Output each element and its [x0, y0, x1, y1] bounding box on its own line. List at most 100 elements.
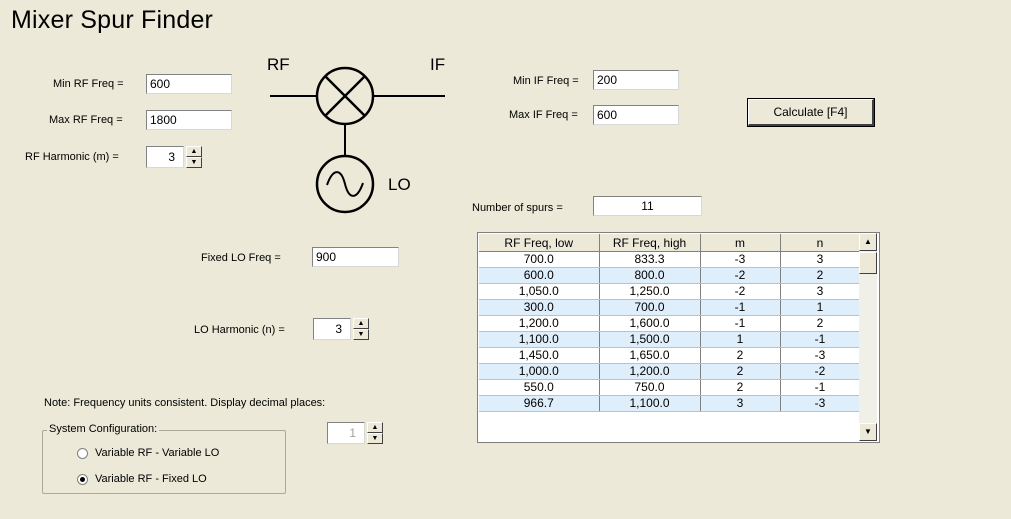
cell-n: 3: [780, 283, 861, 300]
rf-harmonic-down-button[interactable]: ▼: [186, 157, 202, 168]
cell-rf-low: 1,050.0: [479, 283, 600, 300]
oscillator-icon: [315, 154, 375, 214]
cell-n: 3: [780, 251, 861, 268]
cell-rf-high: 833.3: [599, 251, 701, 268]
cell-rf-high: 1,250.0: [599, 283, 701, 300]
cell-rf-low: 700.0: [479, 251, 600, 268]
lo-harmonic-spinner[interactable]: 3 ▲ ▼: [313, 318, 372, 340]
cell-rf-low: 966.7: [479, 395, 600, 412]
cell-m: 2: [700, 347, 781, 364]
cell-rf-low: 1,100.0: [479, 331, 600, 348]
number-of-spurs-value: 11: [593, 196, 702, 216]
lo-port-label: LO: [388, 175, 411, 194]
calculate-button[interactable]: Calculate [F4]: [747, 98, 875, 127]
radio-fixed-lo[interactable]: [77, 474, 88, 485]
cell-m: 2: [700, 379, 781, 396]
radio-variable-lo-label[interactable]: Variable RF - Variable LO: [95, 447, 220, 459]
cell-n: -1: [780, 379, 861, 396]
cell-rf-high: 1,200.0: [599, 363, 701, 380]
cell-m: -1: [700, 299, 781, 316]
decimal-places-spinner[interactable]: 1 ▲ ▼: [327, 422, 388, 444]
cell-m: 2: [700, 363, 781, 380]
cell-m: -2: [700, 267, 781, 284]
cell-n: -3: [780, 347, 861, 364]
grid-header-row: RF Freq, low RF Freq, high m n: [479, 234, 861, 252]
decimal-places-up-button[interactable]: ▲: [367, 422, 383, 433]
cell-rf-high: 1,600.0: [599, 315, 701, 332]
rf-harmonic-spinner[interactable]: 3 ▲ ▼: [146, 146, 207, 168]
frequency-units-note: Note: Frequency units consistent. Displa…: [44, 397, 326, 409]
radio-variable-lo[interactable]: [77, 448, 88, 459]
cell-m: -3: [700, 251, 781, 268]
fixed-lo-input[interactable]: 900: [312, 247, 399, 267]
cell-n: 2: [780, 315, 861, 332]
max-if-label: Max IF Freq =: [509, 109, 578, 121]
cell-rf-high: 800.0: [599, 267, 701, 284]
cell-n: -2: [780, 363, 861, 380]
cell-n: 1: [780, 299, 861, 316]
radio-selected-dot: [80, 477, 85, 482]
system-configuration-title: System Configuration:: [47, 423, 160, 435]
if-port-label: IF: [430, 55, 446, 74]
lo-harmonic-up-button[interactable]: ▲: [353, 318, 369, 329]
min-if-label: Min IF Freq =: [513, 75, 579, 87]
system-configuration-group: [42, 430, 286, 494]
cell-rf-low: 550.0: [479, 379, 600, 396]
cell-m: -1: [700, 315, 781, 332]
scroll-down-arrow-icon[interactable]: ▼: [859, 423, 877, 441]
col-header-rf-low[interactable]: RF Freq, low: [479, 234, 600, 252]
cell-rf-low: 1,000.0: [479, 363, 600, 380]
cell-n: 2: [780, 267, 861, 284]
scroll-thumb[interactable]: [859, 252, 877, 274]
cell-rf-high: 1,100.0: [599, 395, 701, 412]
min-if-input[interactable]: 200: [593, 70, 679, 90]
rf-harmonic-up-button[interactable]: ▲: [186, 146, 202, 157]
cell-rf-high: 1,650.0: [599, 347, 701, 364]
scroll-up-arrow-icon[interactable]: ▲: [859, 233, 877, 251]
cell-rf-low: 1,450.0: [479, 347, 600, 364]
rf-port-label: RF: [267, 55, 290, 74]
max-rf-input[interactable]: 1800: [146, 110, 232, 130]
cell-m: -2: [700, 283, 781, 300]
lo-harmonic-label: LO Harmonic (n) =: [194, 324, 285, 336]
min-rf-input[interactable]: 600: [146, 74, 232, 94]
max-if-input[interactable]: 600: [593, 105, 679, 125]
col-header-m[interactable]: m: [700, 234, 781, 252]
radio-fixed-lo-label[interactable]: Variable RF - Fixed LO: [95, 473, 207, 485]
mixer-diagram: [270, 66, 445, 214]
grid-vertical-scrollbar[interactable]: ▲ ▼: [859, 233, 877, 441]
cell-n: -1: [780, 331, 861, 348]
cell-rf-high: 1,500.0: [599, 331, 701, 348]
rf-harmonic-value[interactable]: 3: [146, 146, 184, 168]
decimal-places-down-button[interactable]: ▼: [367, 433, 383, 444]
app-title: Mixer Spur Finder: [11, 6, 214, 34]
rf-harmonic-label: RF Harmonic (m) =: [25, 151, 119, 163]
col-header-rf-high[interactable]: RF Freq, high: [599, 234, 701, 252]
decimal-places-value[interactable]: 1: [327, 422, 365, 444]
cell-n: -3: [780, 395, 861, 412]
fixed-lo-label: Fixed LO Freq =: [201, 252, 281, 264]
max-rf-label: Max RF Freq =: [49, 114, 123, 126]
lo-harmonic-down-button[interactable]: ▼: [353, 329, 369, 340]
cell-rf-high: 750.0: [599, 379, 701, 396]
cell-rf-low: 1,200.0: [479, 315, 600, 332]
col-header-n[interactable]: n: [780, 234, 861, 252]
cell-m: 3: [700, 395, 781, 412]
lo-harmonic-value[interactable]: 3: [313, 318, 351, 340]
cell-rf-high: 700.0: [599, 299, 701, 316]
cell-m: 1: [700, 331, 781, 348]
min-rf-label: Min RF Freq =: [53, 78, 124, 90]
mixer-symbol-icon: [315, 66, 375, 126]
